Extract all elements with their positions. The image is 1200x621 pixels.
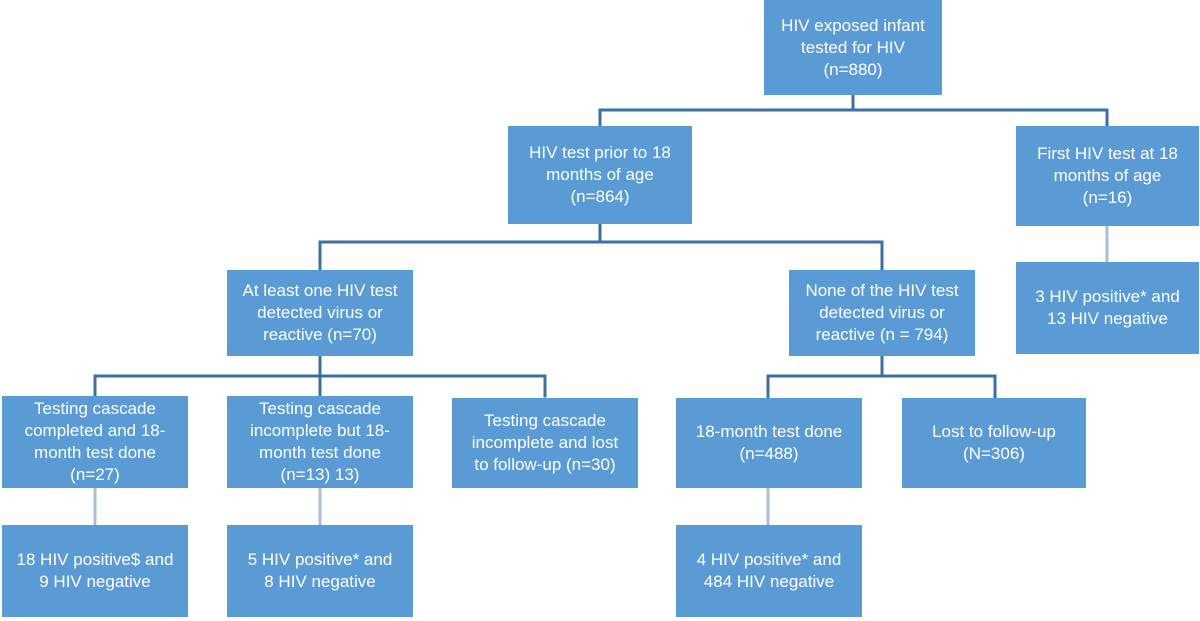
node-none-detected-virus: None of the HIV test detected virus or r… [789,270,975,356]
node-label: 5 HIV positive* and 8 HIV negative [247,550,393,591]
node-hiv-exposed-infant: HIV exposed infant tested for HIV (n=880… [764,0,942,95]
node-label: Testing cascade completed and 18- month … [24,399,166,484]
node-first-test-18-months-result: 3 HIV positive* and 13 HIV negative [1016,262,1199,354]
node-result-18-month-test: 4 HIV positive* and 484 HIV negative [676,525,862,617]
node-label: Lost to follow-up (N=306) [932,422,1056,463]
node-label: 18-month test done (n=488) [695,422,843,463]
node-test-detected-virus: At least one HIV test detected virus or … [227,270,413,356]
node-label: 3 HIV positive* and 13 HIV negative [1035,287,1180,328]
node-label: HIV test prior to 18 months of age (n=86… [529,143,671,206]
node-cascade-completed: Testing cascade completed and 18- month … [2,396,188,488]
node-label: At least one HIV test detected virus or … [242,281,398,344]
node-result-cascade-incomplete: 5 HIV positive* and 8 HIV negative [227,525,413,617]
node-label: 18 HIV positive$ and 9 HIV negative [16,550,174,591]
node-result-cascade-completed: 18 HIV positive$ and 9 HIV negative [2,525,188,617]
node-cascade-lost-follow-up: Testing cascade incomplete and lost to f… [452,398,638,488]
node-first-test-18-months: First HIV test at 18 months of age (n=16… [1016,126,1199,226]
node-lost-follow-up: Lost to follow-up (N=306) [902,398,1086,488]
node-test-prior-18-months: HIV test prior to 18 months of age (n=86… [508,126,692,224]
node-label: 4 HIV positive* and 484 HIV negative [696,550,842,591]
node-label: HIV exposed infant tested for HIV (n=880… [781,15,925,79]
node-label: Testing cascade incomplete and lost to f… [471,411,619,474]
node-cascade-incomplete-test-done: Testing cascade incomplete but 18- month… [227,396,413,488]
node-label: First HIV test at 18 months of age (n=16… [1037,144,1178,207]
node-label: None of the HIV test detected virus or r… [805,281,959,344]
node-18-month-test-done: 18-month test done (n=488) [676,398,862,488]
node-label: Testing cascade incomplete but 18- month… [250,399,390,484]
